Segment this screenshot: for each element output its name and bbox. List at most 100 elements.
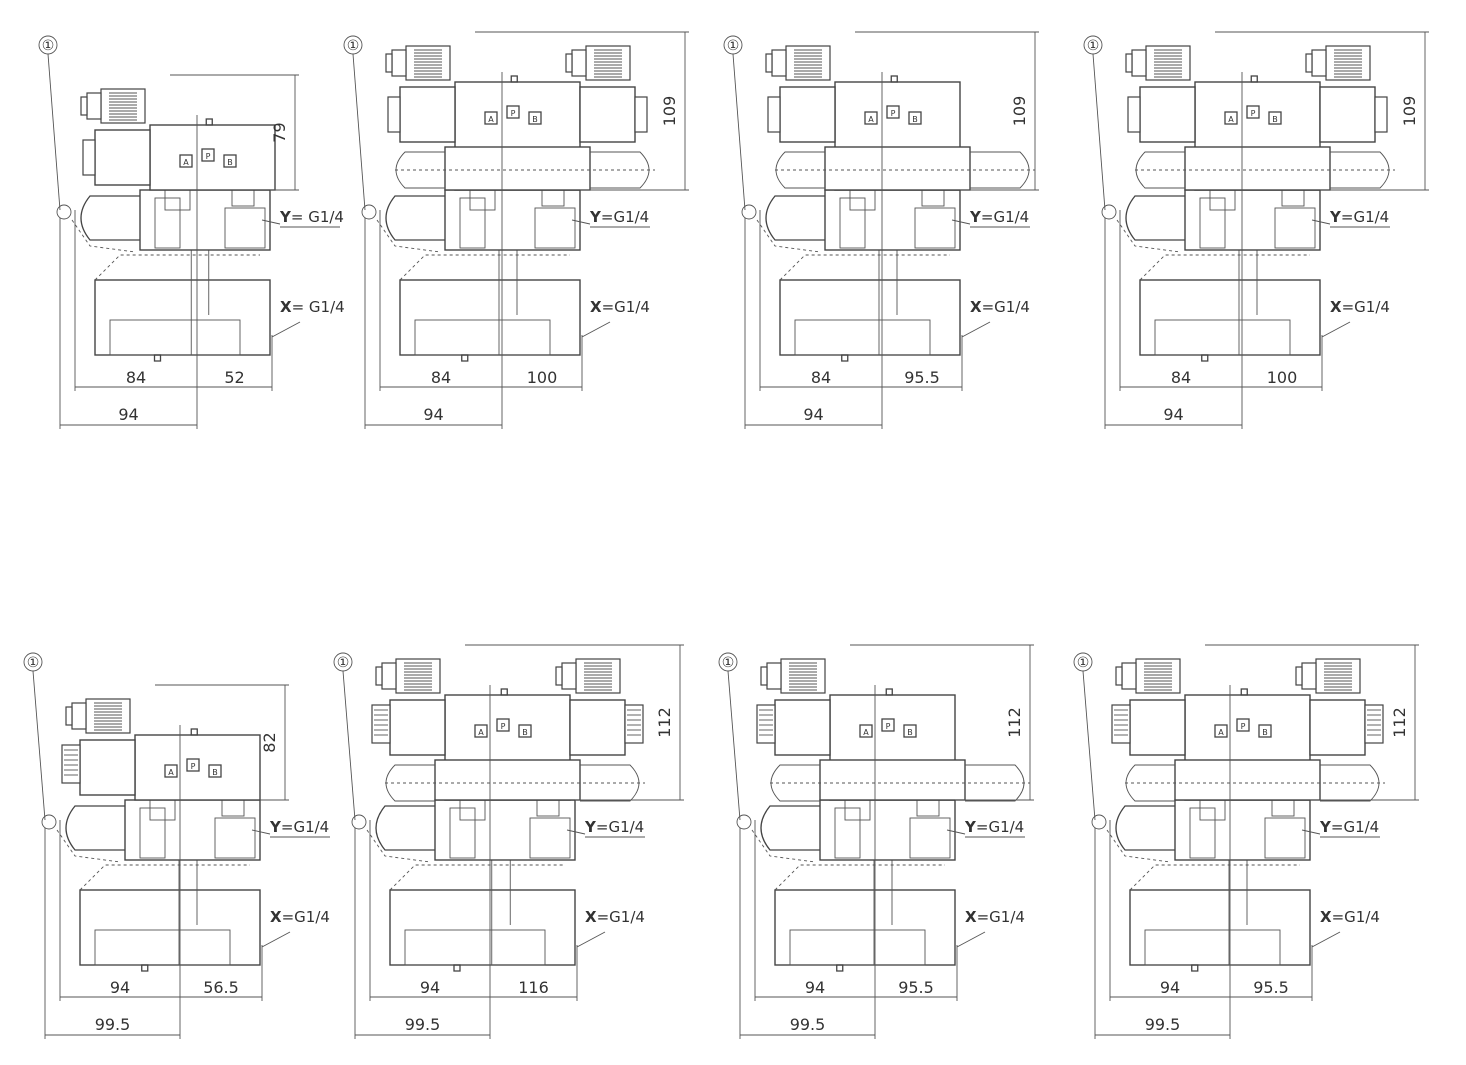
x-port-size: =G1/4: [282, 908, 330, 926]
port-b-marker: [208, 764, 222, 778]
y-port-callout: Y=G1/4: [1329, 208, 1389, 226]
solenoid-hidden: [756, 219, 821, 253]
right-solenoid: [569, 699, 626, 756]
callout-number: ①: [42, 38, 55, 54]
right-solenoid-cap: [1374, 96, 1388, 133]
port-p-label: P: [206, 152, 211, 161]
solenoid-hidden: [1106, 829, 1171, 863]
port-a-marker: [164, 764, 178, 778]
body-lower-block: [414, 319, 551, 356]
left-connector-plug: [385, 45, 451, 81]
pilot-port-right: [529, 817, 571, 859]
y-port-callout: Y=G1/4: [589, 208, 649, 226]
x-port-callout: X=G1/4: [585, 908, 645, 926]
port-b-marker: [903, 724, 917, 738]
pilot-valve-plate: [434, 759, 581, 801]
body-lower-block: [404, 929, 546, 966]
port-p-label: P: [886, 722, 891, 731]
dim-right: 52: [224, 368, 244, 387]
dim-total: 99.5: [790, 1015, 826, 1034]
port-a-label: A: [183, 158, 189, 167]
pilot-valve-plate: [1184, 146, 1331, 191]
y-letter: Y: [279, 208, 292, 226]
port-p-marker: [506, 105, 520, 119]
pilot-port-left: [1189, 807, 1216, 859]
bottom-nub: [453, 964, 461, 972]
port-b-label: B: [522, 728, 528, 737]
x-letter: X: [965, 908, 977, 926]
right-manual-knob: [624, 704, 644, 744]
top-nub: [1250, 75, 1258, 83]
left-connector-plug: [80, 88, 146, 124]
left-solenoid-cap: [387, 96, 401, 133]
pilot-port-right: [914, 207, 956, 249]
right-connector-plug: [1295, 658, 1361, 694]
callout-ball: [1091, 814, 1107, 830]
main-body: [774, 889, 956, 966]
y-letter: Y: [584, 818, 597, 836]
height-dimension: 109: [1010, 96, 1029, 127]
pilot-base: [1174, 799, 1311, 861]
callout-leader: [47, 53, 61, 211]
bottom-nub: [1191, 964, 1199, 972]
hidden-outline: [389, 864, 565, 891]
x-leader: [261, 931, 291, 948]
dim-left: 84: [126, 368, 146, 387]
right-solenoid: [1319, 86, 1376, 143]
x-port-size: =G1/4: [1332, 908, 1380, 926]
callout-number: ①: [727, 38, 740, 54]
x-letter: X: [280, 298, 292, 316]
height-dimension: 82: [260, 732, 279, 752]
dim-left: 84: [1171, 368, 1191, 387]
x-leader: [1321, 321, 1351, 338]
pilot-port-right: [1274, 207, 1316, 249]
body-lower-block: [794, 319, 931, 356]
y-leader: [251, 829, 271, 835]
port-p-label: P: [1241, 722, 1246, 731]
port-a-marker: [474, 724, 488, 738]
pressure-solenoid: [80, 195, 140, 241]
port-a-marker: [179, 154, 193, 168]
port-p-marker: [186, 758, 200, 772]
dim-left: 94: [805, 978, 825, 997]
main-body: [94, 279, 271, 356]
dim-total: 94: [423, 405, 443, 424]
solenoid-hidden: [71, 219, 136, 253]
callout-leader: [352, 53, 366, 211]
hidden-outline: [1129, 864, 1300, 891]
pilot-port-right: [909, 817, 951, 859]
y-letter: Y: [589, 208, 602, 226]
left-solenoid: [1139, 86, 1196, 143]
dim-left: 94: [1160, 978, 1180, 997]
x-leader: [576, 931, 606, 948]
y-port-size: =G1/4: [281, 818, 329, 836]
port-p-label: P: [891, 109, 896, 118]
top-nub: [205, 118, 213, 126]
callout-leader: [32, 670, 46, 821]
port-p-label: P: [511, 109, 516, 118]
y-letter: Y: [1319, 818, 1332, 836]
dim-left: 84: [811, 368, 831, 387]
callout-ball: [741, 204, 757, 220]
callout-leader: [732, 53, 746, 211]
x-port-callout: X=G1/4: [1330, 298, 1390, 316]
pilot-base: [819, 799, 956, 861]
body-lower-block: [1154, 319, 1291, 356]
left-connector-plug: [65, 698, 131, 734]
dim-total: 99.5: [405, 1015, 441, 1034]
port-b-label: B: [1262, 728, 1268, 737]
x-port-size: =G1/4: [602, 298, 650, 316]
port-p-label: P: [1251, 109, 1256, 118]
y-port-callout: Y=G1/4: [964, 818, 1024, 836]
port-a-label: A: [1218, 728, 1224, 737]
hidden-outline: [399, 254, 570, 281]
body-lower-block: [109, 319, 241, 356]
y-port-callout: Y=G1/4: [269, 818, 329, 836]
port-b-label: B: [212, 768, 218, 777]
port-b-label: B: [907, 728, 913, 737]
left-solenoid-cap: [1127, 96, 1141, 133]
pilot-base: [434, 799, 576, 861]
